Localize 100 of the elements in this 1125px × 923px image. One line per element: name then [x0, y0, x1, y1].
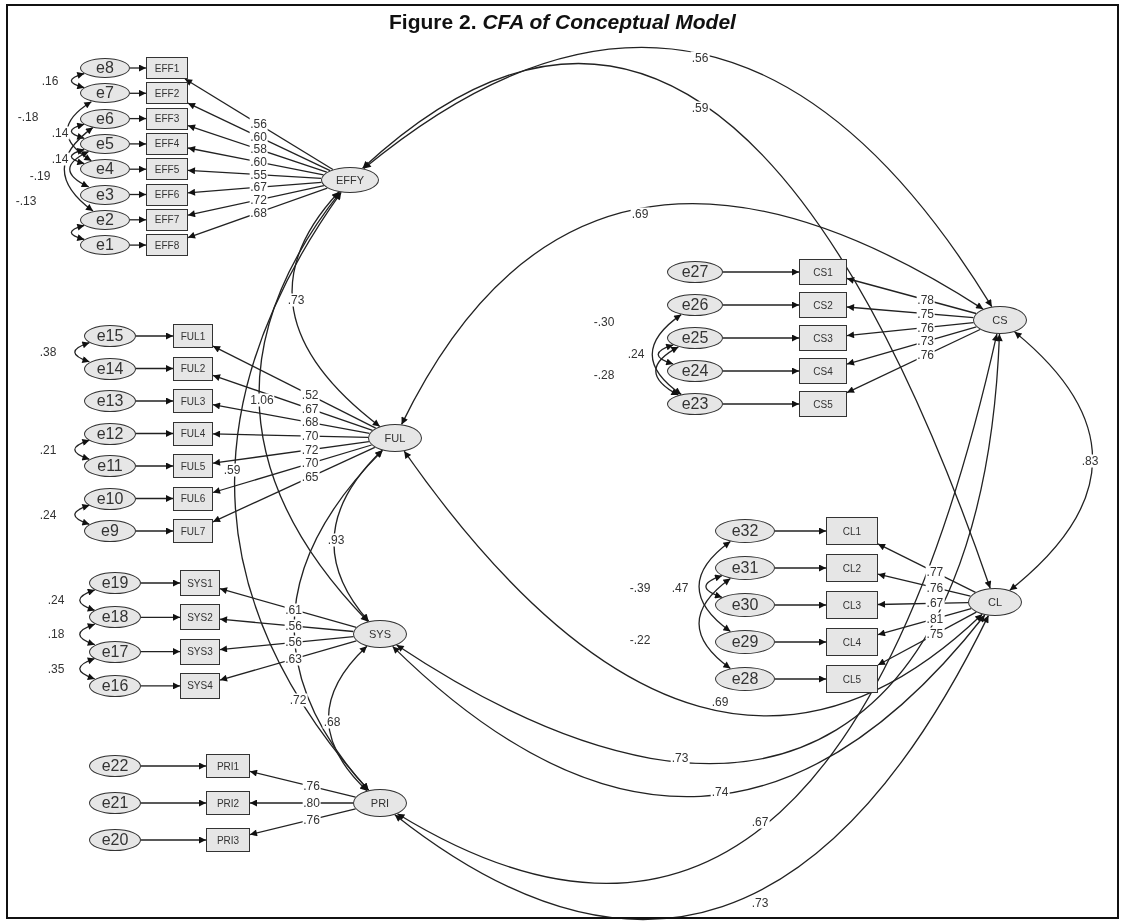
edge-label: .63 [284, 652, 303, 666]
arrow [129, 89, 147, 97]
edge-label: .18 [46, 627, 66, 641]
arrow [212, 402, 371, 434]
edge-label: -.18 [16, 110, 40, 124]
edge-label: .24 [38, 508, 58, 522]
error-ellipse: e21 [89, 792, 141, 814]
double-headed-arrow [391, 614, 986, 797]
edge-label: .56 [284, 635, 303, 649]
edge-label: .21 [38, 443, 58, 457]
error-ellipse: e26 [667, 294, 723, 316]
indicator-box: FUL7 [173, 519, 213, 543]
arrow [722, 367, 800, 375]
edge-label: .65 [300, 470, 320, 484]
edge-label: .80 [302, 796, 321, 810]
double-headed-arrow [395, 333, 1003, 765]
double-headed-arrow [394, 614, 990, 920]
double-headed-arrow [657, 343, 674, 366]
error-ellipse: e15 [84, 325, 136, 347]
double-headed-arrow [74, 341, 91, 363]
double-headed-arrow [79, 623, 96, 646]
error-ellipse: e11 [84, 455, 136, 477]
arrow [249, 769, 357, 798]
arrow [140, 682, 181, 690]
error-ellipse: e28 [715, 667, 775, 691]
error-ellipse: e30 [715, 593, 775, 617]
error-ellipse: e14 [84, 357, 136, 380]
indicator-box: PRI2 [206, 791, 250, 815]
double-headed-arrow [400, 203, 984, 426]
double-headed-arrow [403, 450, 983, 716]
edge-label: .73 [750, 896, 770, 910]
arrow [722, 268, 800, 276]
arrow [140, 799, 207, 807]
arrow [877, 572, 972, 597]
arrow [219, 616, 355, 633]
indicator-box: PRI3 [206, 828, 250, 852]
edge-label: .72 [249, 193, 268, 207]
edge-label: .24 [626, 347, 646, 361]
double-headed-arrow [361, 63, 992, 589]
edge-label: .56 [690, 51, 710, 65]
arrow [774, 638, 827, 646]
indicator-box: PRI1 [206, 754, 250, 778]
arrow [722, 301, 800, 309]
edge-label: .14 [50, 126, 70, 140]
edge-label: .83 [1080, 454, 1100, 468]
edge-label: 1.06 [249, 393, 275, 407]
arrow [129, 216, 147, 224]
arrow [722, 334, 800, 342]
error-ellipse: e17 [89, 640, 141, 663]
arrow [249, 799, 354, 807]
indicator-box: CL5 [826, 665, 878, 693]
edge-label: -.30 [592, 315, 616, 329]
arrow [135, 527, 174, 535]
indicator-box: EFF5 [146, 158, 188, 181]
arrow [184, 78, 334, 171]
arrow [846, 304, 975, 319]
arrow [774, 527, 827, 535]
indicator-box: FUL5 [173, 454, 213, 478]
edge-label: .60 [249, 155, 268, 169]
indicator-box: CL1 [826, 517, 878, 545]
error-ellipse: e1 [80, 235, 130, 256]
arrow [129, 191, 147, 198]
double-headed-arrow [291, 191, 381, 428]
edge-label: .52 [300, 388, 320, 402]
arrow [212, 345, 377, 429]
edge-label: .76 [916, 348, 935, 362]
edge-label: .70 [300, 429, 320, 443]
arrow [135, 462, 174, 470]
edge-label: .59 [222, 463, 242, 477]
double-headed-arrow [705, 574, 723, 599]
arrow [219, 635, 355, 653]
indicator-box: CS3 [799, 325, 847, 351]
arrow [140, 836, 207, 844]
edge-label: .67 [750, 815, 770, 829]
edge-label: .74 [710, 785, 730, 799]
edge-label: .81 [925, 612, 945, 626]
indicator-box: SYS4 [180, 672, 220, 699]
edge-label: .61 [284, 603, 303, 616]
edge-label: -.13 [14, 194, 38, 208]
edge-label: .69 [630, 207, 650, 221]
error-ellipse: e31 [715, 556, 775, 580]
arrow [774, 564, 827, 572]
double-headed-arrow [63, 126, 94, 212]
edge-label: -.19 [28, 169, 52, 183]
error-ellipse: e27 [667, 261, 723, 283]
arrow [187, 181, 323, 196]
double-headed-arrow [327, 645, 368, 792]
double-headed-arrow [70, 122, 85, 140]
arrow [129, 115, 147, 123]
edge-label: .14 [50, 152, 70, 166]
latent-ellipse: CL [968, 588, 1022, 616]
double-headed-arrow [363, 46, 993, 308]
arrow [187, 102, 331, 172]
double-headed-arrow [698, 540, 732, 633]
edge-label: .75 [916, 307, 935, 321]
indicator-box: FUL1 [173, 324, 213, 348]
error-ellipse: e16 [89, 674, 141, 697]
edge-label: .68 [300, 415, 320, 429]
edge-label: .68 [249, 206, 268, 220]
indicator-box: EFF1 [146, 57, 188, 79]
